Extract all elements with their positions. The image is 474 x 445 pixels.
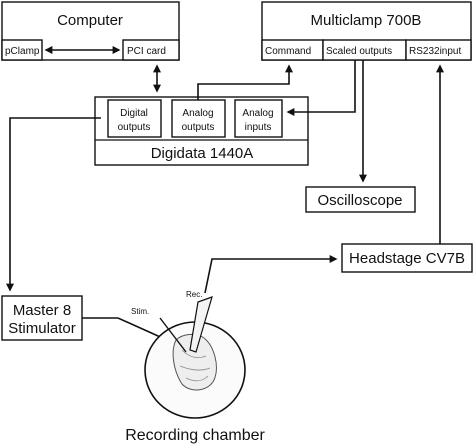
stimulator-line2: Stimulator — [8, 320, 76, 337]
stimulator-box — [1, 295, 83, 341]
stim-label: Stim. — [131, 307, 149, 316]
rs232-label: RS232input — [409, 46, 461, 57]
rec-electrode — [189, 296, 213, 353]
pci-card-box — [122, 39, 180, 61]
stimulator-to-stim-wire — [82, 317, 179, 346]
digital-out-to-stimulator-arrow — [6, 117, 101, 292]
digidata-title: Digidata 1440A — [151, 145, 254, 162]
command-label: Command — [265, 46, 311, 57]
analog-out-to-command-arrow — [197, 64, 293, 100]
computer-title: Computer — [57, 12, 123, 29]
stimulator-line1: Master 8 — [13, 302, 71, 319]
scaled-outputs-label: Scaled outputs — [326, 46, 392, 57]
headstage-box — [341, 243, 473, 273]
computer-block: Computer pClamp PCI card — [1, 1, 180, 61]
rec-to-headstage-arrow — [204, 255, 338, 294]
pci-card-label: PCI card — [127, 46, 166, 57]
chamber-caption: Recording chamber — [125, 427, 265, 444]
digidata-block: Digidata 1440A Digital outputs Analog ou… — [94, 96, 309, 166]
multiclamp-block: Multiclamp 700B Command Scaled outputs R… — [261, 1, 472, 61]
oscilloscope-label: Oscilloscope — [317, 192, 402, 209]
analog-outputs-box — [171, 99, 226, 138]
headstage-label: Headstage CV7B — [349, 250, 465, 267]
rs232-box — [405, 39, 472, 61]
rec-label: Rec. — [186, 290, 202, 299]
analog-outputs-line1: Analog — [182, 108, 213, 119]
digital-outputs-box — [107, 99, 162, 138]
scaled-to-analog-inputs-arrow — [286, 60, 356, 116]
digital-outputs-line2: outputs — [118, 122, 151, 133]
recording-chamber — [144, 296, 246, 419]
multiclamp-title: Multiclamp 700B — [311, 12, 422, 29]
analog-outputs-line2: outputs — [182, 122, 215, 133]
analog-inputs-line1: Analog — [242, 108, 273, 119]
stim-electrode — [159, 317, 187, 353]
analog-inputs-line2: inputs — [245, 122, 272, 133]
pclamp-box — [1, 39, 43, 61]
pclamp-label: pClamp — [5, 46, 40, 57]
analog-inputs-box — [234, 99, 283, 138]
digital-outputs-line1: Digital — [120, 108, 148, 119]
oscilloscope-box — [305, 186, 416, 213]
